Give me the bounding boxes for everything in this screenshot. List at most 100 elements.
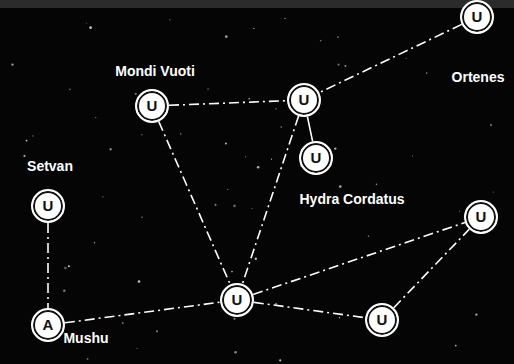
star	[234, 351, 237, 354]
star	[253, 28, 255, 30]
star	[233, 205, 236, 208]
star	[86, 23, 87, 24]
status-letter: U	[222, 285, 252, 315]
status-letter: U	[301, 143, 331, 173]
star	[68, 265, 70, 267]
system-marker: USetvan	[31, 189, 65, 223]
star	[23, 155, 25, 157]
star	[32, 135, 33, 136]
star	[141, 217, 142, 218]
star	[279, 359, 281, 361]
status-letter: U	[289, 85, 319, 115]
star	[271, 159, 272, 160]
star	[89, 26, 92, 29]
system-marker: U	[365, 303, 399, 337]
star	[135, 93, 137, 95]
hyperlane	[242, 116, 298, 284]
star	[281, 126, 282, 127]
star	[156, 330, 158, 332]
star	[339, 317, 340, 318]
star	[95, 117, 96, 118]
star	[109, 148, 111, 150]
system-marker: UHydra Cordatus	[299, 141, 333, 175]
star	[69, 88, 71, 90]
status-letter: U	[367, 305, 397, 335]
system-marker: U	[464, 200, 498, 234]
hyperlane	[319, 24, 461, 92]
star	[275, 108, 277, 110]
star	[455, 345, 457, 347]
star	[257, 166, 260, 169]
star	[231, 271, 233, 273]
stars	[11, 18, 495, 362]
system-marker: UOrtenes	[460, 0, 494, 34]
star	[459, 211, 460, 212]
star	[180, 133, 181, 134]
star	[376, 183, 377, 184]
star	[248, 98, 250, 100]
star	[255, 258, 257, 260]
star	[169, 19, 170, 20]
status-letter: A	[33, 310, 63, 340]
system-name: Mondi Vuoti	[115, 63, 195, 79]
star	[320, 40, 322, 42]
system-marker: UMondi Vuoti	[135, 89, 169, 123]
star	[245, 156, 246, 157]
star	[490, 124, 492, 126]
star	[227, 189, 228, 190]
status-letter: U	[466, 202, 496, 232]
system-marker: U	[287, 83, 321, 117]
star	[214, 204, 216, 206]
star	[334, 147, 336, 149]
star	[63, 289, 66, 292]
hyperlane	[47, 223, 49, 308]
star	[339, 185, 342, 188]
star	[137, 348, 138, 349]
status-letter: U	[462, 2, 492, 32]
star	[225, 143, 227, 145]
star	[368, 236, 369, 237]
system-marker: U	[220, 283, 254, 317]
star	[64, 267, 67, 270]
system-name: Ortenes	[452, 69, 505, 85]
star	[102, 196, 104, 198]
star	[252, 208, 253, 209]
status-letter: U	[137, 91, 167, 121]
hyperlane	[307, 117, 312, 142]
star	[94, 242, 95, 243]
star	[225, 35, 228, 38]
star	[11, 64, 13, 66]
hyperlane	[253, 223, 465, 295]
star	[87, 358, 89, 360]
star	[493, 192, 494, 193]
star	[344, 65, 346, 67]
star	[475, 313, 477, 315]
star	[337, 36, 339, 38]
star	[337, 63, 339, 65]
system-name: Setvan	[27, 158, 73, 174]
star	[412, 155, 413, 156]
hyperlane	[65, 302, 220, 323]
star	[426, 72, 428, 74]
star	[138, 280, 141, 283]
star	[141, 134, 143, 136]
star	[233, 318, 235, 320]
top-band	[0, 0, 514, 8]
system-name: Mushu	[63, 330, 108, 346]
hyperlane	[254, 302, 365, 317]
status-letter: U	[33, 191, 63, 221]
hyperlane	[169, 101, 287, 106]
star	[122, 322, 124, 324]
system-marker: AMushu	[31, 308, 65, 342]
star	[26, 140, 28, 142]
star	[207, 88, 209, 90]
star	[406, 58, 407, 59]
hyperlane	[394, 229, 469, 307]
hyperlane	[159, 122, 230, 285]
star	[284, 18, 286, 20]
system-name: Hydra Cordatus	[299, 191, 404, 207]
